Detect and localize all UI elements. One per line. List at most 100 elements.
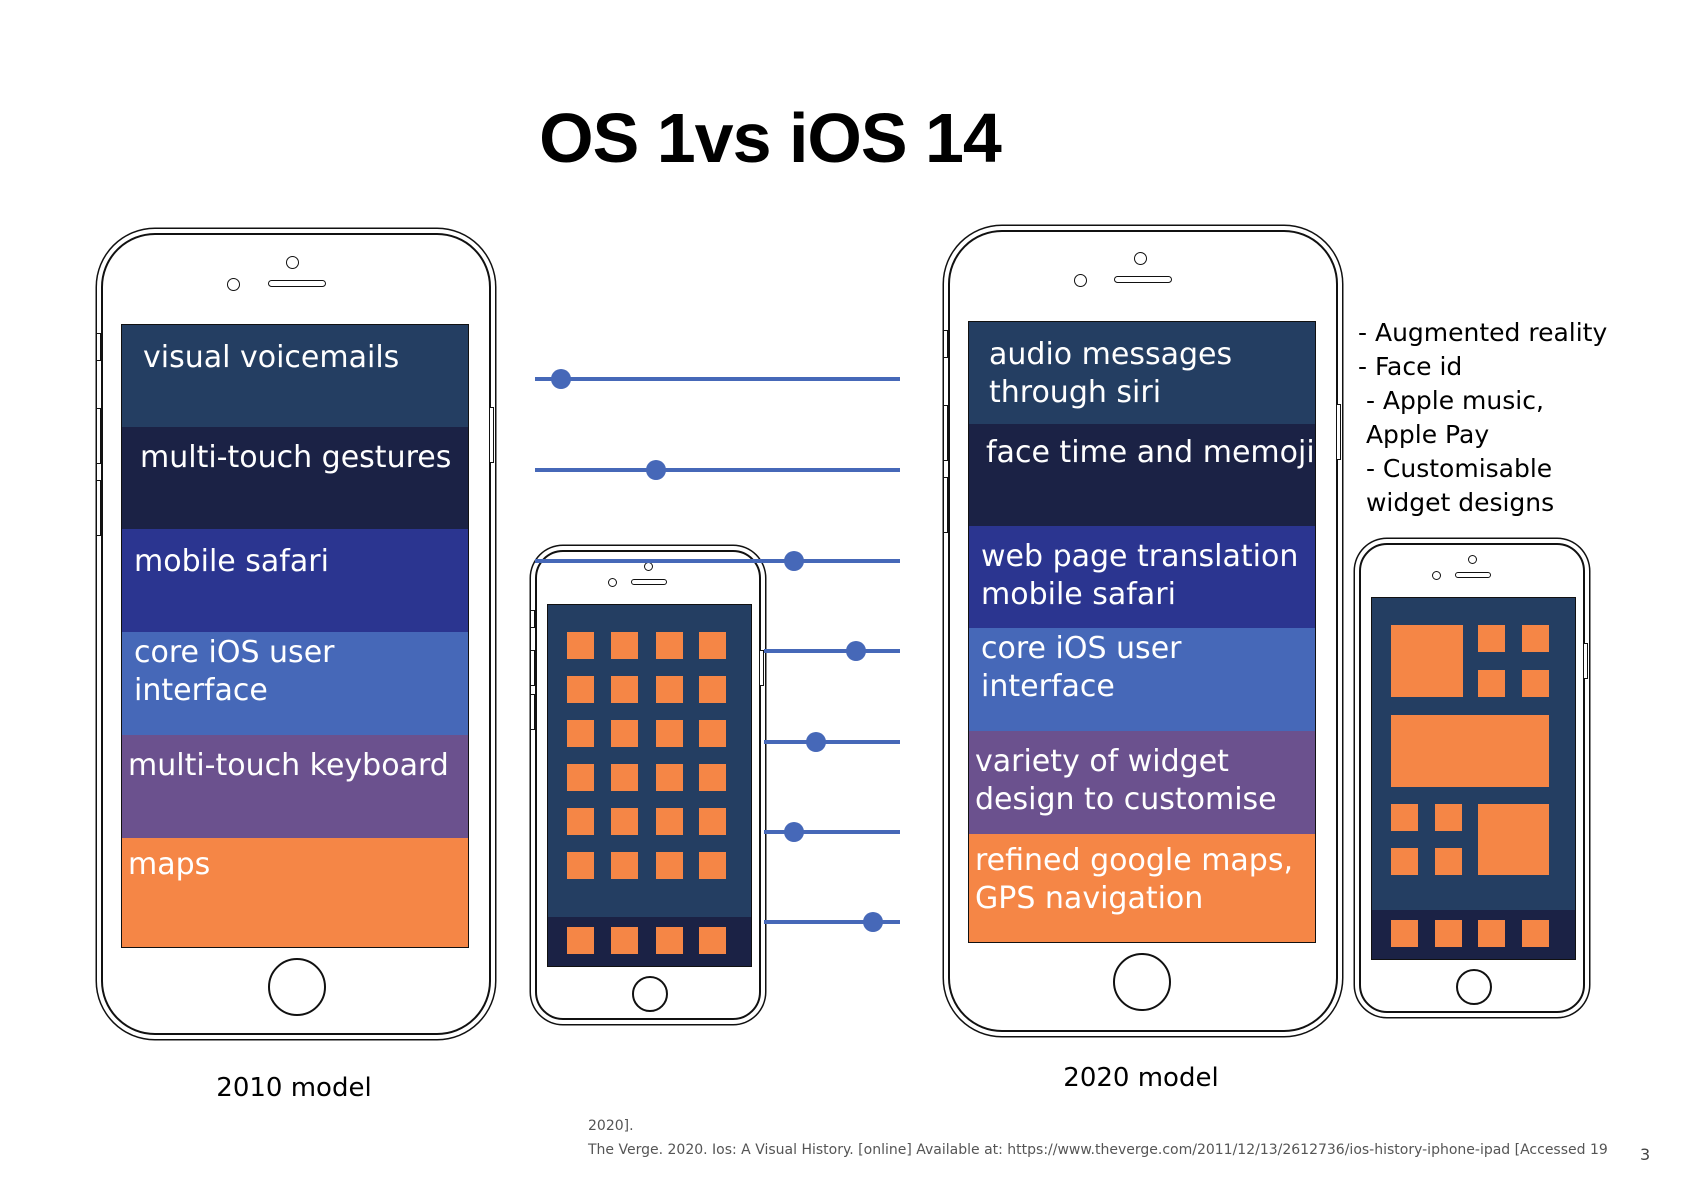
speaker-icon (1455, 572, 1491, 578)
front-camera-icon (1468, 555, 1477, 564)
app-icon[interactable] (1391, 804, 1418, 831)
volume-up-button (943, 405, 948, 461)
app-icon[interactable] (1435, 848, 1462, 875)
speaker-icon (1114, 276, 1172, 283)
app-icon[interactable] (567, 632, 594, 659)
extra-feature-item: widget designs (1358, 488, 1555, 517)
old-feature-screen: visual voicemails multi-touch gestures m… (121, 324, 469, 948)
feature-band-5: multi-touch keyboard (122, 735, 468, 838)
timeline-track-1 (535, 377, 900, 381)
app-icon[interactable] (567, 852, 594, 879)
side-button (530, 610, 535, 628)
page-number: 3 (1640, 1145, 1651, 1164)
app-icon[interactable] (699, 808, 726, 835)
timeline-knob-5[interactable] (806, 732, 826, 752)
widget-screen (1371, 597, 1576, 960)
extra-feature-item: - Apple music, (1358, 386, 1544, 415)
app-icon[interactable] (567, 764, 594, 791)
dock-app-icon[interactable] (656, 927, 683, 954)
timeline-track-2 (535, 468, 900, 472)
timeline-knob-1[interactable] (551, 369, 571, 389)
timeline-knob-6[interactable] (784, 822, 804, 842)
dock-app-icon[interactable] (699, 927, 726, 954)
app-icon[interactable] (611, 676, 638, 703)
home-button[interactable] (632, 976, 668, 1012)
app-icon[interactable] (611, 764, 638, 791)
power-button (1583, 643, 1588, 679)
app-icon[interactable] (1435, 804, 1462, 831)
speaker-icon (631, 579, 667, 585)
dock-app-icon[interactable] (1478, 920, 1505, 947)
dock (548, 917, 751, 966)
app-icon[interactable] (1522, 670, 1549, 697)
dock-app-icon[interactable] (1435, 920, 1462, 947)
app-icon[interactable] (699, 720, 726, 747)
side-button (943, 330, 948, 358)
dock-app-icon[interactable] (567, 927, 594, 954)
app-icon[interactable] (611, 720, 638, 747)
extra-feature-item: - Augmented reality (1358, 318, 1608, 347)
app-icon[interactable] (567, 676, 594, 703)
app-icon[interactable] (699, 676, 726, 703)
phone-2010-small (535, 550, 761, 1020)
home-button[interactable] (1113, 953, 1171, 1011)
timeline-knob-2[interactable] (646, 460, 666, 480)
app-icon[interactable] (1478, 625, 1505, 652)
volume-up-button (530, 650, 535, 686)
app-icon[interactable] (699, 632, 726, 659)
widget-large[interactable] (1478, 804, 1549, 875)
feature-band-4: core iOS user interface (122, 632, 468, 735)
app-icon[interactable] (699, 852, 726, 879)
app-icon[interactable] (611, 852, 638, 879)
extra-feature-list: - Augmented reality - Face id - Apple mu… (1358, 316, 1658, 520)
home-button[interactable] (1456, 969, 1492, 1005)
dock (1372, 910, 1575, 959)
caption-2010-model: 2010 model (216, 1073, 372, 1103)
app-icon[interactable] (1478, 670, 1505, 697)
dock-app-icon[interactable] (1522, 920, 1549, 947)
app-icon[interactable] (699, 764, 726, 791)
app-icon[interactable] (611, 632, 638, 659)
app-icon[interactable] (567, 720, 594, 747)
volume-down-button (96, 480, 101, 536)
app-icon[interactable] (1391, 848, 1418, 875)
app-icon[interactable] (1522, 625, 1549, 652)
feature-band-1: visual voicemails (122, 325, 468, 427)
timeline-knob-3[interactable] (784, 551, 804, 571)
timeline-knob-7[interactable] (863, 912, 883, 932)
power-button (1336, 404, 1341, 460)
reference-line-2: The Verge. 2020. Ios: A Visual History. … (588, 1142, 1608, 1158)
extra-feature-item: Apple Pay (1358, 420, 1490, 449)
app-icon[interactable] (567, 808, 594, 835)
app-icon[interactable] (656, 852, 683, 879)
feature-band-6: refined google maps,GPS navigation (969, 834, 1315, 942)
page-title: OS 1vs iOS 14 (539, 99, 1002, 177)
timeline-track-6 (764, 830, 900, 834)
app-icon[interactable] (656, 764, 683, 791)
app-grid-screen (547, 604, 752, 967)
app-icon[interactable] (656, 632, 683, 659)
widget-wide[interactable] (1391, 715, 1549, 787)
app-icon[interactable] (656, 676, 683, 703)
dock-app-icon[interactable] (611, 927, 638, 954)
volume-up-button (96, 408, 101, 464)
widget-large[interactable] (1391, 625, 1463, 697)
caption-2020-model: 2020 model (1063, 1063, 1219, 1093)
app-icon[interactable] (656, 720, 683, 747)
power-button (759, 650, 764, 686)
power-button (489, 407, 494, 463)
phone-2010-large: visual voicemails multi-touch gestures m… (101, 233, 491, 1035)
dock-app-icon[interactable] (1391, 920, 1418, 947)
home-button[interactable] (268, 958, 326, 1016)
timeline-knob-4[interactable] (846, 641, 866, 661)
extra-feature-item: - Customisable (1358, 454, 1553, 483)
app-icon[interactable] (656, 808, 683, 835)
feature-band-2: multi-touch gestures (122, 427, 468, 529)
app-icon[interactable] (611, 808, 638, 835)
feature-band-6: maps (122, 838, 468, 947)
